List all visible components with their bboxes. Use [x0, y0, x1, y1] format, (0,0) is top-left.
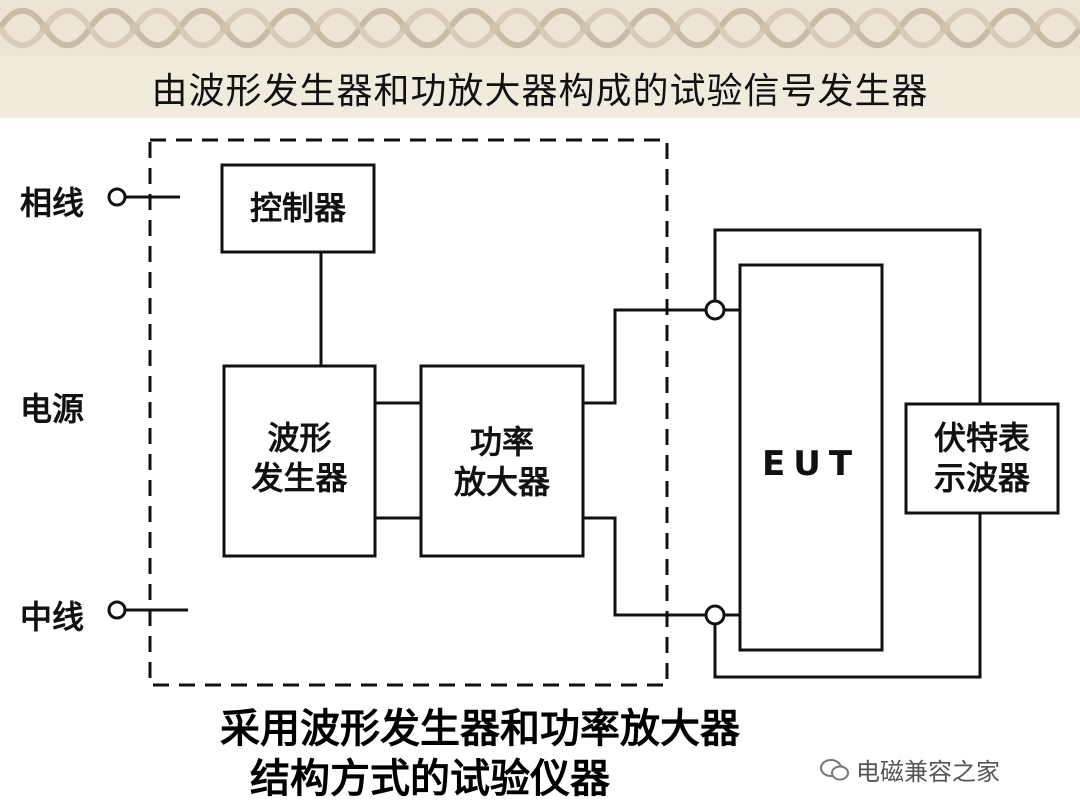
- waveform-generator-label-1: 波形: [267, 419, 332, 457]
- phase-line-label: 相线: [20, 184, 85, 222]
- waveform-generator-label-2: 发生器: [251, 459, 348, 497]
- generator-enclosure: [148, 138, 669, 687]
- watermark-text: 电磁兼容之家: [856, 758, 1000, 786]
- eut-terminal-bottom: [704, 604, 726, 626]
- controller-box: [220, 163, 376, 254]
- waveform-generator-box: [222, 364, 377, 558]
- amplifier-box: [419, 364, 585, 558]
- oscilloscope-label-2: 示波器: [933, 459, 1030, 497]
- wechat-icon: [820, 758, 849, 780]
- power-label: 电源: [20, 390, 85, 428]
- phase-terminal: [107, 187, 127, 207]
- watermark: 电磁兼容之家: [820, 752, 1000, 787]
- amplifier-label-2: 放大器: [453, 463, 550, 501]
- page-title: 由波形发生器和功放大器构成的试验信号发生器: [151, 71, 929, 112]
- banner-pattern: [0, 0, 1080, 118]
- neutral-line-label: 中线: [20, 598, 85, 636]
- amplifier-label-1: 功率: [469, 423, 534, 461]
- block-diagram: [107, 138, 1060, 687]
- caption-line-2: 结构方式的试验仪器: [250, 755, 610, 802]
- oscilloscope-box: [904, 402, 1060, 515]
- eut-terminal-top: [704, 299, 726, 321]
- header-banner: [0, 0, 1080, 118]
- eut-label: EUT: [761, 444, 861, 484]
- neutral-terminal: [107, 600, 127, 620]
- caption-line-1: 采用波形发生器和功率放大器: [220, 705, 740, 752]
- controller-label: 控制器: [249, 189, 346, 227]
- oscilloscope-label-1: 伏特表: [933, 419, 1030, 457]
- eut-box: [738, 263, 884, 652]
